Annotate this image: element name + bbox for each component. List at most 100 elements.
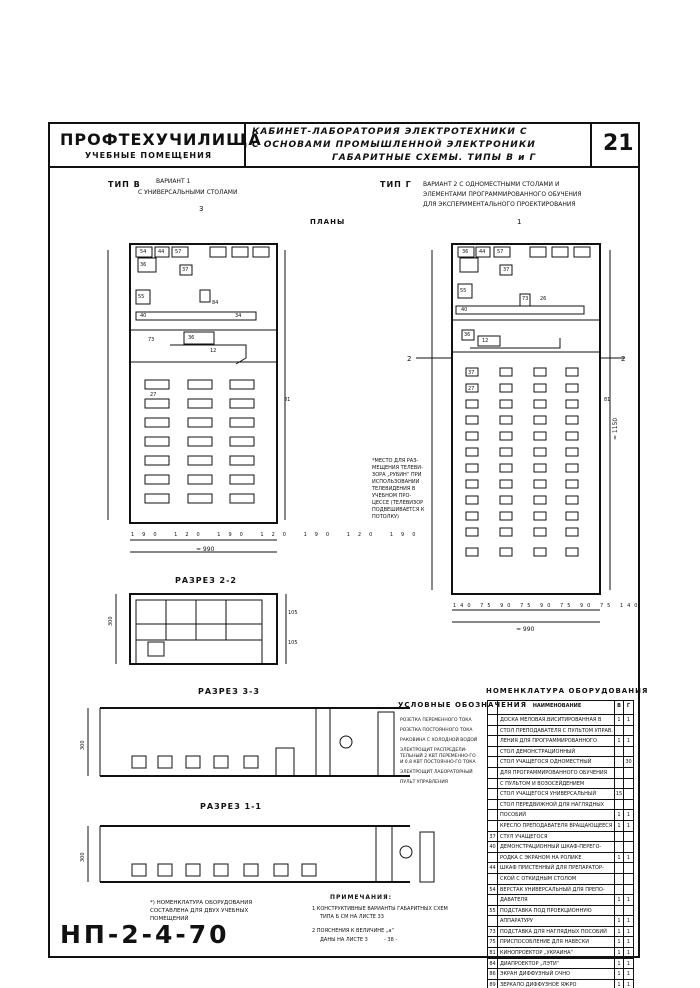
legend-item-label: РАКОВИНА С ХОЛОДНОЙ ВОДОЙ bbox=[400, 738, 478, 743]
equipment-row-name: СКОЙ С ОТКИДНЫМ СТОЛОМ bbox=[498, 873, 615, 884]
equipment-row-name: РОДКА С ЭКРАНОМ НА РОЛИКЕ bbox=[498, 852, 615, 863]
equipment-row-b bbox=[615, 863, 624, 873]
equipment-header-b: В bbox=[615, 701, 624, 714]
left-variant-desc: С УНИВЕРСАЛЬНЫМИ СТОЛАМИ bbox=[138, 189, 238, 196]
right-tag: 27 bbox=[468, 386, 475, 392]
page-mark: - 38 - bbox=[384, 937, 398, 943]
equipment-row-b: 1 bbox=[615, 895, 624, 905]
remark-2a: 2 ПОЯСНЕНИЯ К ВЕЛИЧИНЕ „а“ bbox=[312, 928, 395, 934]
equipment-row-num bbox=[488, 799, 498, 810]
equipment-row-name: СТУЛ УЧАЩЕГОСЯ bbox=[498, 831, 615, 842]
equip-note-1: *) НОМЕНКЛАТУРА ОБОРУДОВАНИЯ bbox=[150, 900, 253, 906]
right-dim-5: 75 bbox=[560, 603, 575, 609]
left-tag: 27 bbox=[150, 392, 157, 398]
tv-note-line: ИСПОЛЬЗОВАНИИ bbox=[372, 479, 420, 485]
equipment-row-name: ПОДСТАВКА ПОД ПРОЕКЦИОННУЮ bbox=[498, 905, 615, 916]
section-2-2-dim: 105 bbox=[288, 640, 298, 646]
page-title: ПРОФТЕХУЧИЛИЩА bbox=[60, 130, 262, 149]
right-tag: 37 bbox=[468, 370, 475, 376]
equipment-row-g: 1 bbox=[626, 981, 631, 988]
equipment-row-b: 1 bbox=[615, 926, 624, 937]
left-tag: 40 bbox=[140, 313, 147, 319]
legend-item-label: ЭЛЕКТРОЩИТ ЛАБОРАТОРНЫЙ bbox=[400, 770, 473, 775]
equipment-row-b: 1 bbox=[615, 969, 624, 979]
equipment-row-g bbox=[624, 832, 633, 842]
left-tag: 34 bbox=[235, 313, 242, 319]
right-variant-3: ДЛЯ ЭКСПЕРИМЕНТАЛЬНОГО ПРОЕКТИРОВАНИЯ bbox=[423, 201, 576, 208]
equipment-row: ЛЕНИЯ ДЛЯ ПРОГРАММИРОВАННОГО ОБУЧЕНИЯ11 bbox=[488, 736, 633, 747]
equipment-row-b: 1 bbox=[615, 810, 624, 820]
left-tag: 12 bbox=[210, 348, 217, 354]
tv-note-line: ЗОРА „РУБИН“ ПРИ bbox=[372, 472, 422, 478]
left-dim-3: 120 bbox=[260, 532, 294, 538]
tv-note-line: УЧЕБНОМ ПРО- bbox=[372, 493, 412, 499]
equipment-row: СКОЙ С ОТКИДНЫМ СТОЛОМ bbox=[488, 873, 633, 885]
remarks-title: ПРИМЕЧАНИЯ: bbox=[330, 894, 393, 901]
left-dims: 190 120 190 120 190 120 190 bbox=[131, 532, 423, 538]
equipment-row-name: ДЛЯ ПРОГРАММИРОВАННОГО ОБУЧЕНИЯ bbox=[498, 767, 615, 778]
equipment-row-g: 1 bbox=[626, 897, 631, 904]
equipment-row-b bbox=[615, 778, 624, 789]
equipment-row-b: 1 bbox=[615, 715, 624, 725]
equipment-row-b: 1 bbox=[615, 736, 624, 746]
equipment-row-name: ПОСОБИЙ bbox=[498, 810, 615, 820]
legend-item-label: ПУЛЬТ УПРАВЛЕНИЯ bbox=[400, 780, 448, 785]
equipment-row-num bbox=[488, 820, 498, 831]
equipment-row-name: ЗЕРКАЛО ДИФФУЗНОЕ ЯЖРО bbox=[498, 979, 615, 988]
tv-note-line: ЦЕССЕ (ТЕЛЕВИЗОР bbox=[372, 500, 424, 506]
right-dim-3: 75 bbox=[520, 603, 535, 609]
sheet-number: 21 bbox=[603, 131, 634, 156]
equipment-row-g: 1 bbox=[626, 928, 631, 935]
equipment-row-b: 1 bbox=[615, 852, 624, 863]
legend-item-panel: ЭЛЕКТРОЩИТ РАСПРЕДЕЛИ-ТЕЛЬНЫЙ 2 КВТ ПЕРЕ… bbox=[400, 748, 480, 766]
equipment-row-g bbox=[624, 842, 633, 852]
equipment-row-num bbox=[488, 852, 498, 863]
equipment-row-name: ПРИСПОСОБЛЕНИЕ ДЛЯ НАВЕСКИ ПОСОБИЙ bbox=[498, 937, 615, 948]
equipment-row-name: КРЕСЛО ПРЕПОДАВАТЕЛЯ ВРАЩАЮЩЕЕСЯ bbox=[498, 820, 615, 831]
equipment-row-g bbox=[624, 768, 633, 778]
section-3-3-title: РАЗРЕЗ 3-3 bbox=[198, 687, 260, 696]
right-dim-8: 140 bbox=[619, 603, 642, 609]
section-1-1-dim: 300 bbox=[80, 852, 86, 862]
equipment-row-name: ШКАФ ПРИСТЕННЫЙ ДЛЯ ПРЕПАРАТОР- bbox=[498, 863, 615, 873]
equipment-row-num: 54 bbox=[488, 884, 498, 895]
equipment-row-b bbox=[615, 884, 624, 895]
legend-item-label: РОЗЕТКА ПОСТОЯННОГО ТОКА bbox=[400, 728, 473, 733]
equipment-row-b bbox=[615, 873, 624, 884]
right-dims: 140 75 90 75 90 75 90 75 140 bbox=[453, 603, 641, 609]
equipment-row-g: 1 bbox=[626, 822, 631, 829]
equipment-row-name: ДОСКА МЕЛОВАЯ,ВИСИТИРОВАННАЯ В ЩИТЕ bbox=[498, 715, 615, 725]
left-tag: 84 bbox=[212, 300, 219, 306]
right-tag: 81 bbox=[604, 397, 611, 403]
equipment-row-g bbox=[624, 789, 633, 799]
equipment-title: НОМЕНКЛАТУРА ОБОРУДОВАНИЯ bbox=[486, 687, 649, 695]
equipment-row-g: 30 bbox=[625, 759, 632, 766]
legend-list: РОЗЕТКА ПЕРЕМЕННОГО ТОКА РОЗЕТКА ПОСТОЯН… bbox=[400, 718, 480, 786]
right-plan-walls bbox=[451, 243, 601, 595]
equipment-row-name: СТОЛ ПРЕПОДАВАТЕЛЯ С ПУЛЬТОМ УПРАВ. bbox=[498, 725, 615, 736]
equipment-row-b bbox=[615, 905, 624, 916]
equipment-row-g: 1 bbox=[626, 960, 631, 967]
tv-note-line: МЕЩЕНИЯ ТЕЛЕВИ- bbox=[372, 465, 423, 471]
drawing-frame bbox=[48, 122, 640, 958]
right-variant-2: ЭЛЕМЕНТАМИ ПРОГРАММИРОВАННОГО ОБУЧЕНИЯ bbox=[423, 191, 582, 198]
equipment-row-g bbox=[624, 885, 633, 895]
equipment-row-g bbox=[624, 906, 633, 916]
section-2-2-dim: 300 bbox=[108, 616, 114, 626]
left-tag: 36 bbox=[188, 335, 195, 341]
right-total-width: ≈ 990 bbox=[516, 626, 535, 633]
left-dim-5: 120 bbox=[346, 532, 381, 538]
equipment-row-name: СТОЛ ПЕРЕДВИЖНОЙ ДЛЯ НАГЛЯДНЫХ bbox=[498, 799, 615, 810]
equipment-row-num bbox=[488, 810, 498, 820]
equipment-row-b bbox=[615, 799, 624, 810]
equipment-row-num: 75 bbox=[488, 937, 498, 948]
equipment-row-num bbox=[488, 767, 498, 778]
right-section-left: 2 bbox=[407, 355, 412, 363]
right-side-dim: ≈ 1150 bbox=[612, 417, 619, 440]
